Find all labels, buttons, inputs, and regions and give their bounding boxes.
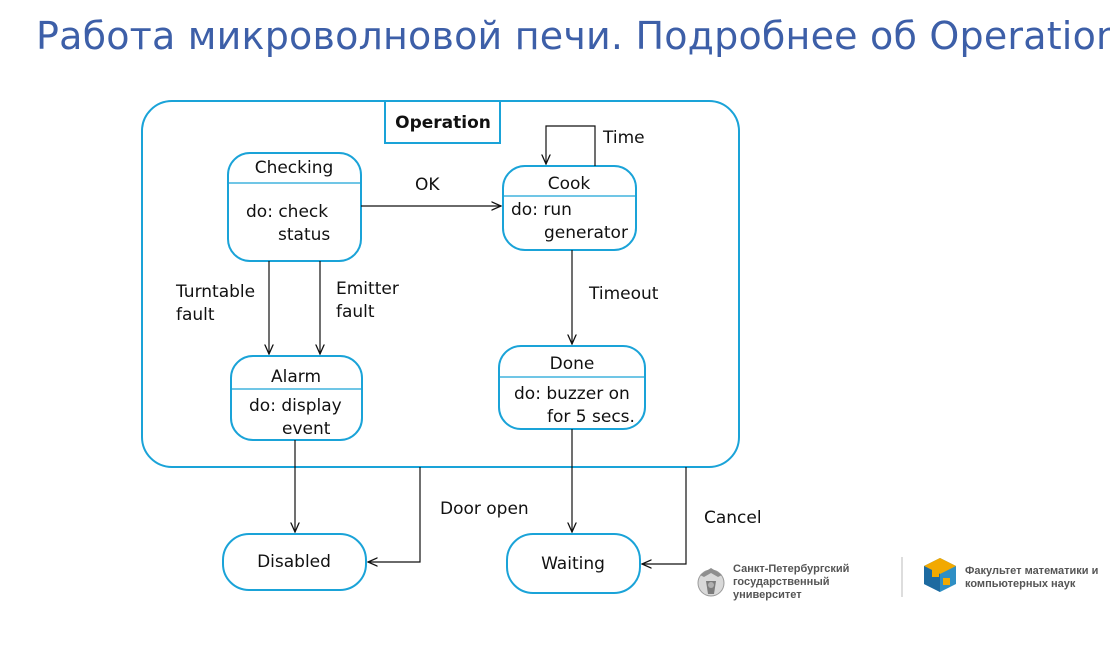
state-checking-activity-cont: status — [278, 225, 330, 245]
state-checking-name: Checking — [255, 158, 334, 178]
transition-door-open-label: Door open — [440, 499, 529, 519]
state-done-activity: do: buzzer on — [514, 384, 630, 404]
operation-name-box — [384, 100, 501, 144]
spbu-logo: Санкт-Петербургский государственный унив… — [697, 563, 849, 601]
page-title: Работа микроволновой печи. Подробнее об … — [36, 14, 1110, 58]
transition-emitter-label: Emitter — [336, 279, 399, 299]
state-disabled: Disabled — [222, 533, 367, 591]
state-cook-name: Cook — [548, 174, 591, 194]
faculty-name-line1: Факультет математики и — [965, 565, 1098, 577]
transition-turntable-label: Turntable — [175, 282, 255, 302]
state-alarm-activity-cont: event — [282, 419, 331, 439]
transition-cancel-label: Cancel — [704, 508, 762, 528]
spbu-name-line2: государственный — [733, 576, 829, 588]
state-waiting: Waiting — [506, 533, 641, 594]
state-alarm: Alarm do: display event — [230, 355, 363, 441]
state-done-activity-cont: for 5 secs. — [547, 407, 635, 427]
spbu-name-line3: университет — [733, 589, 802, 601]
transition-turntable-label-cont: fault — [176, 305, 215, 325]
state-alarm-name: Alarm — [271, 367, 321, 387]
transition-cancel-arrow — [642, 467, 687, 564]
state-checking-activity: do: check — [246, 202, 328, 222]
state-checking: Checking do: check status — [227, 152, 362, 262]
transition-time-self-loop — [546, 125, 596, 166]
faculty-cube-icon — [924, 558, 956, 592]
state-done: Done do: buzzer on for 5 secs. — [498, 345, 646, 430]
faculty-logo: Факультет математики и компьютерных наук — [924, 558, 1098, 592]
state-cook-activity: do: run — [511, 200, 572, 220]
state-cook: Cook do: run generator — [502, 165, 637, 251]
state-done-name: Done — [550, 354, 595, 374]
state-cook-activity-cont: generator — [544, 223, 628, 243]
operation-label: Operation — [395, 113, 491, 133]
state-waiting-name: Waiting — [541, 554, 605, 574]
transition-time-label: Time — [602, 128, 645, 148]
spbu-name-line1: Санкт-Петербургский — [733, 563, 849, 575]
spbu-emblem-icon — [697, 568, 725, 597]
state-alarm-activity: do: display — [249, 396, 342, 416]
transition-door-open-arrow — [368, 467, 421, 562]
transition-emitter-label-cont: fault — [336, 302, 375, 322]
faculty-name-line2: компьютерных наук — [965, 578, 1076, 590]
state-disabled-name: Disabled — [257, 552, 331, 572]
transition-ok-label: OK — [415, 175, 440, 195]
transition-timeout-label: Timeout — [588, 284, 659, 304]
